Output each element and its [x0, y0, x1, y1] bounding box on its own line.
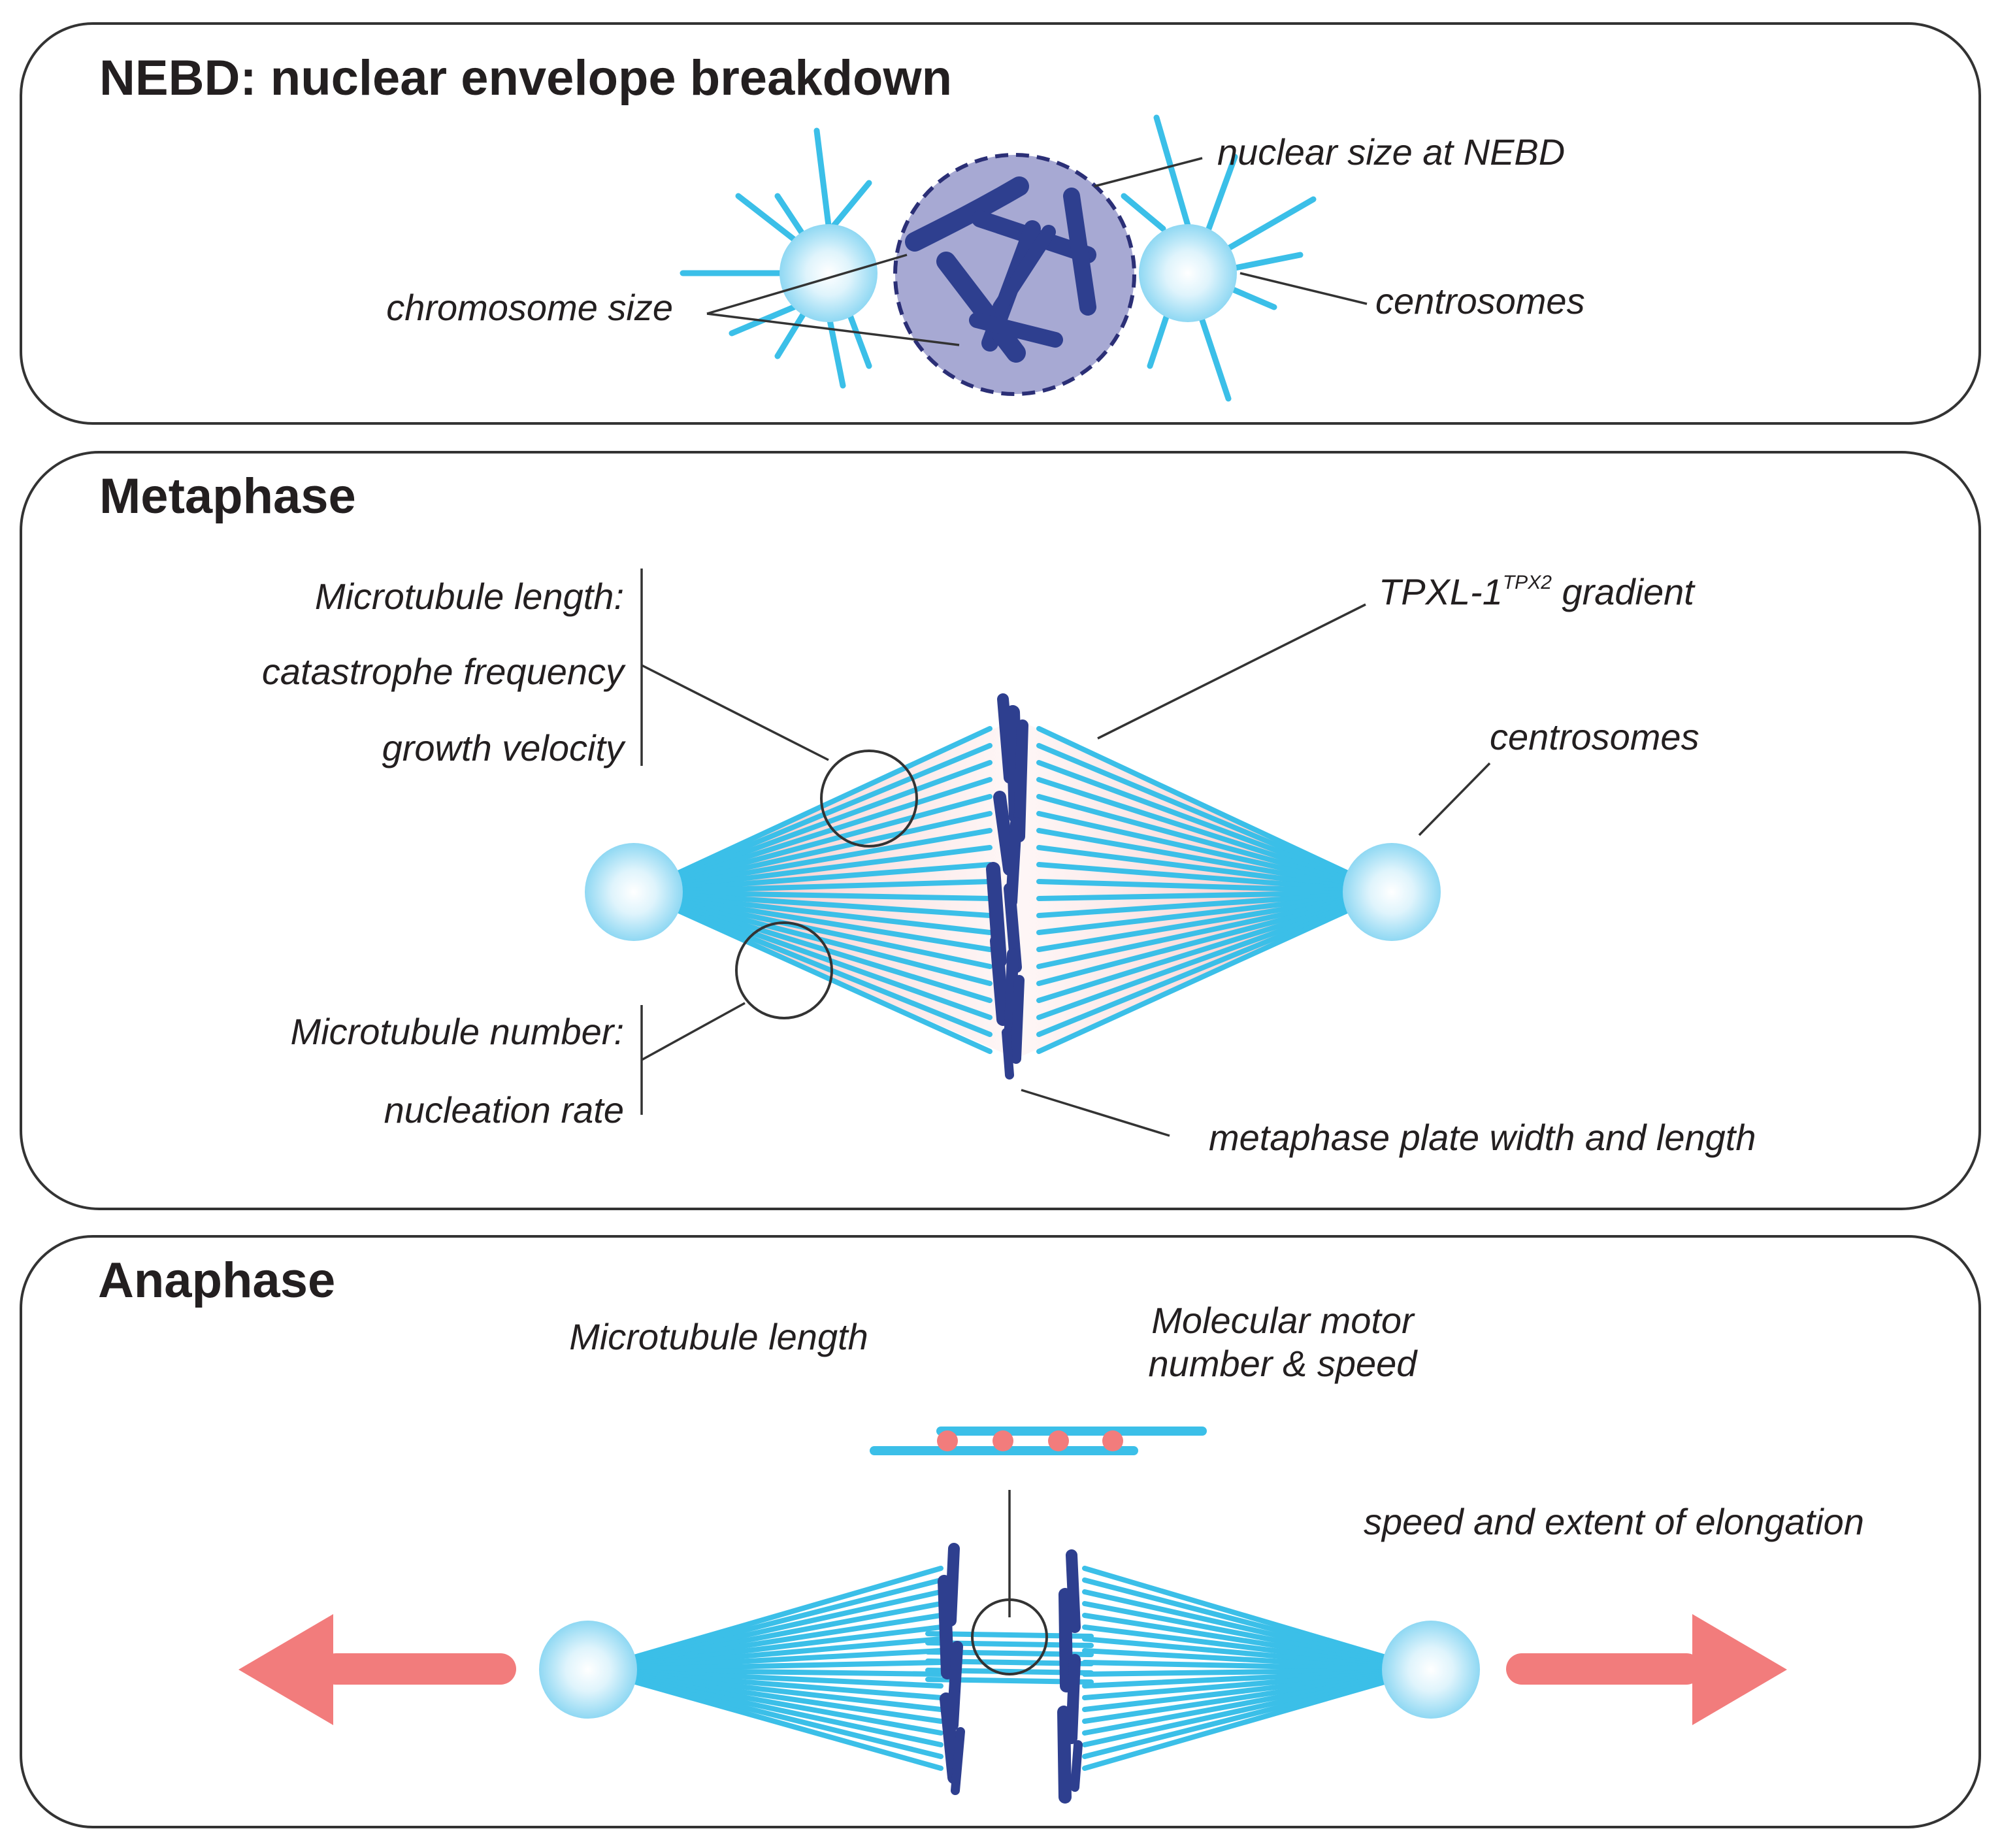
label-mt-number-heading: Microtubule number: [291, 1011, 624, 1052]
microtubule-line [634, 889, 993, 969]
label-tpxl-gradient: TPXL-1TPX2 gradient [1379, 571, 1696, 612]
microtubule-line [634, 889, 993, 1054]
panel-anaphase: Anaphase Microtubule length Molecular mo… [20, 1235, 1981, 1828]
microtubule-line [1036, 889, 1391, 1054]
microtubule-line [634, 726, 993, 895]
chromosome-icon [905, 176, 1096, 363]
microtubule-line [634, 889, 993, 1003]
label-nuclear-size: nuclear size at NEBD [1217, 131, 1565, 173]
microtubule-line [1036, 828, 1391, 895]
microtubule-line [634, 889, 993, 986]
microtubule-line [1036, 845, 1391, 895]
microtubule-length-zoom-circle [820, 750, 918, 848]
microtubule-line [634, 845, 993, 895]
label-tpxl-superscript: TPX2 [1503, 572, 1552, 593]
nebd-aster-right [1121, 114, 1317, 402]
microtubule-line [634, 777, 993, 895]
chromosome-icon [986, 693, 1028, 1080]
microtubule-line [1036, 889, 1391, 969]
microtubule-line [634, 828, 993, 895]
motor-zoom-circle [971, 1598, 1048, 1675]
microtubule-line [634, 862, 993, 895]
centrosome-icon [585, 843, 683, 941]
panel-nebd: NEBD: nuclear envelope breakdown nuclear… [20, 22, 1981, 425]
metaphase-leader-lines [640, 569, 1491, 1137]
microtubule-line [634, 811, 993, 895]
microtubule-line [1036, 889, 1391, 918]
microtubule-line [1036, 889, 1391, 1003]
metaphase-spindle-microtubules [634, 726, 1391, 1054]
label-elongation: speed and extent of elongation [1364, 1501, 1864, 1542]
microtubule-line [1225, 196, 1317, 252]
label-nucleation-rate: nucleation rate [384, 1089, 624, 1130]
label-tpxl-name: TPXL-1 [1379, 571, 1503, 612]
microtubule-line [634, 889, 993, 1020]
chromosome-icon [938, 1543, 1083, 1804]
label-centrosomes-nebd: centrosomes [1375, 280, 1585, 322]
microtubule-line [1036, 889, 1391, 986]
microtubule-line [1082, 1667, 1430, 1771]
microtubule-line [634, 889, 993, 901]
microtubule-line [846, 310, 872, 369]
microtubule-line [825, 310, 846, 389]
microtubule-line [825, 180, 872, 235]
microtubule-line [589, 1667, 944, 1771]
label-chromosome-size: chromosome size [386, 287, 673, 328]
label-centrosomes-metaphase: centrosomes [1490, 716, 1699, 757]
panel-metaphase-frame [20, 451, 1981, 1210]
microtubule-line [1232, 252, 1304, 271]
panel-nebd-title: NEBD: nuclear envelope breakdown [99, 50, 952, 106]
microtubule-line [1199, 317, 1232, 402]
panel-nebd-frame [20, 22, 1981, 425]
microtubule-line [634, 889, 993, 935]
microtubule-line [1036, 862, 1391, 895]
microtubule-line [1036, 889, 1391, 935]
microtubule-line [634, 760, 993, 895]
panel-metaphase: Metaphase [20, 451, 1981, 1210]
microtubule-line [1036, 889, 1391, 952]
nebd-leader-lines [706, 157, 1368, 346]
microtubule-line [634, 743, 993, 895]
panel-metaphase-title: Metaphase [99, 469, 356, 524]
microtubule-line [1225, 284, 1277, 310]
microtubule-line [735, 193, 800, 245]
panel-anaphase-frame [20, 1235, 1981, 1828]
microtubule-line [634, 879, 993, 895]
label-motor-line1: Molecular motor [1151, 1300, 1415, 1341]
microtubule-number-zoom-circle [735, 921, 833, 1019]
label-motor-line2: number & speed [1149, 1343, 1419, 1384]
microtubule-line [1036, 777, 1391, 895]
arrow-right-icon [1506, 1614, 1787, 1725]
centrosome-icon [539, 1621, 637, 1719]
microtubule-line [634, 889, 993, 918]
panel-anaphase-title: Anaphase [98, 1253, 335, 1308]
label-catastrophe-frequency: catastrophe frequency [262, 651, 626, 692]
microtubule-line [1036, 760, 1391, 895]
microtubule-line [1036, 879, 1391, 895]
centrosome-icon [1139, 224, 1237, 322]
microtubule-line [813, 127, 832, 229]
microtubule-line [1036, 889, 1391, 1020]
centrosome-icon [1343, 843, 1441, 941]
label-mt-length-heading: Microtubule length: [315, 576, 624, 617]
label-anaphase-mt-length: Microtubule length [569, 1316, 868, 1357]
arrow-left-icon [238, 1614, 516, 1725]
motor-protein-icon [870, 1427, 1207, 1455]
label-metaphase-plate: metaphase plate width and length [1209, 1117, 1756, 1158]
centrosome-icon [779, 224, 878, 322]
microtubule-line [634, 889, 993, 952]
microtubule-line [1036, 889, 1391, 901]
microtubule-line [1036, 743, 1391, 895]
microtubule-line [1121, 193, 1166, 232]
centrosome-icon [1382, 1621, 1480, 1719]
microtubule-line [1036, 794, 1391, 895]
label-tpxl-suffix: gradient [1552, 571, 1696, 612]
microtubule-line [1036, 811, 1391, 895]
microtubule-line [634, 794, 993, 895]
microtubule-line [1147, 314, 1170, 369]
microtubule-line [1153, 114, 1191, 229]
microtubule-line [1206, 154, 1238, 232]
label-growth-velocity: growth velocity [382, 727, 626, 768]
